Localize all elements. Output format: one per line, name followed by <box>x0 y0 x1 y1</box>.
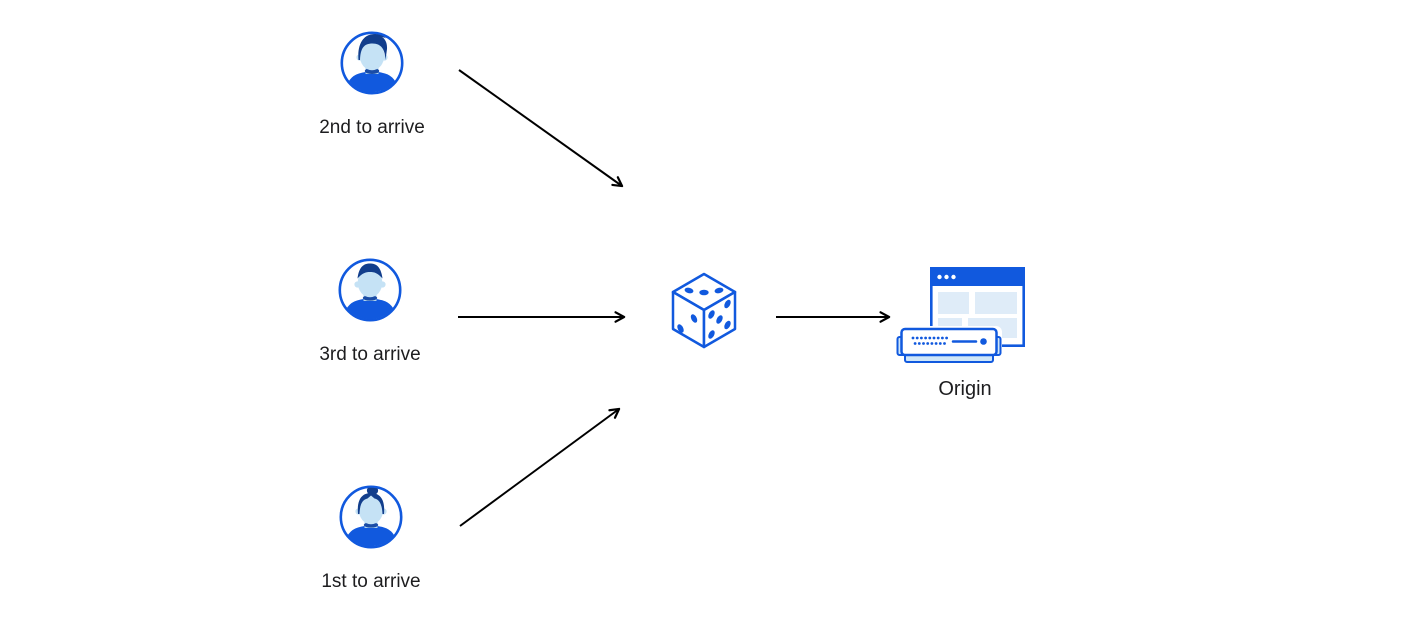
client-1st-to-arrive: 1st to arrive <box>291 484 451 593</box>
origin-label: Origin <box>938 378 992 400</box>
client-3rd-to-arrive: 3rd to arrive <box>290 257 450 366</box>
server-icon <box>896 326 1002 368</box>
dice-icon <box>671 272 737 349</box>
user-avatar-icon <box>339 485 403 549</box>
user-avatar-icon <box>338 258 402 322</box>
arrow-client1st-to-dice <box>459 407 621 527</box>
client-2nd-to-arrive: 2nd to arrive <box>292 30 452 139</box>
client-label: 3rd to arrive <box>319 344 421 365</box>
client-label: 1st to arrive <box>321 571 421 592</box>
user-avatar-icon <box>340 31 404 95</box>
client-label: 2nd to arrive <box>319 117 425 138</box>
arrow-client2nd-to-dice <box>458 69 624 188</box>
